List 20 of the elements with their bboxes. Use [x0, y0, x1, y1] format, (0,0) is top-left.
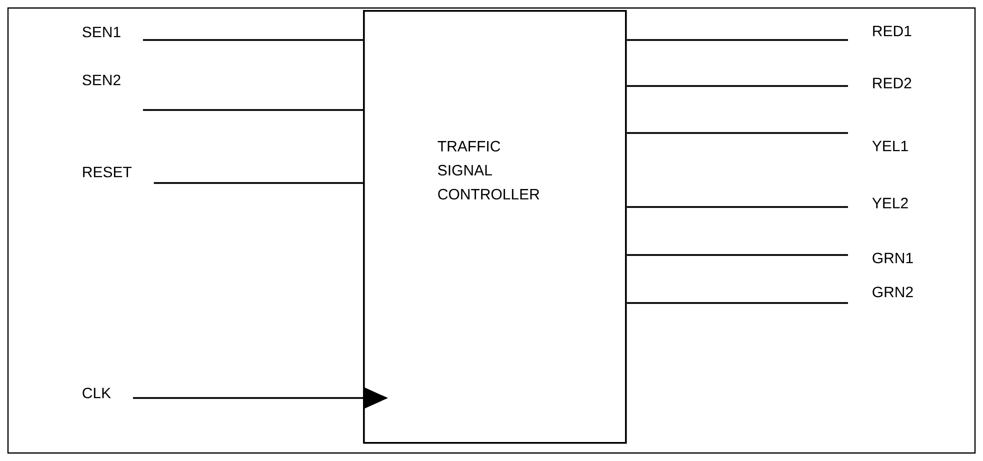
signal-line — [626, 85, 848, 87]
signal-label: RED1 — [873, 26, 912, 36]
signal-line — [626, 302, 848, 304]
signal-label: GRN1 — [872, 252, 913, 264]
signal-label: RESET — [83, 166, 132, 178]
signal-line — [626, 132, 848, 134]
controller-box: TRAFFIC SIGNAL CONTROLLER — [363, 10, 627, 444]
signal-label: GRN2 — [872, 286, 913, 298]
signal-label: SEN2 — [82, 74, 120, 86]
signal-label: SEN1 — [82, 26, 120, 38]
signal-label: RED2 — [873, 78, 912, 88]
signal-line — [626, 206, 848, 208]
signal-label: YEL2 — [872, 198, 908, 208]
signal-line — [626, 254, 848, 256]
signal-line — [143, 39, 363, 41]
signal-label: CLK — [82, 388, 111, 398]
signal-line — [154, 182, 363, 184]
signal-line — [143, 109, 363, 111]
signal-label: YEL1 — [872, 140, 908, 152]
signal-line — [626, 39, 848, 41]
